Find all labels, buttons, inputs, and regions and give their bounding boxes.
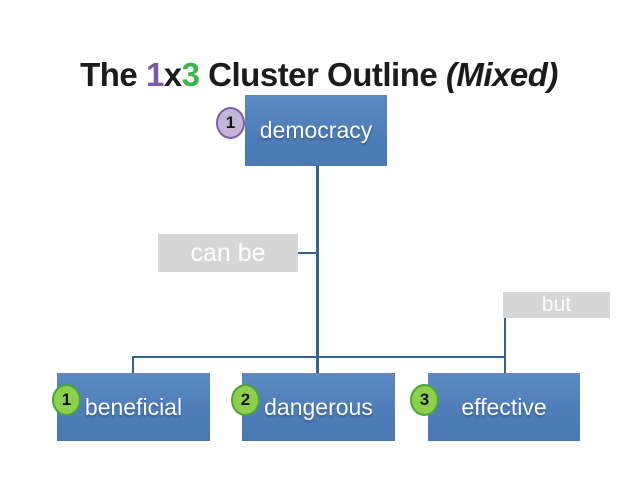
node-beneficial-label: beneficial: [84, 393, 183, 420]
slide-title: The 1x3 Cluster Outline (Mixed): [0, 56, 638, 94]
badge-dangerous-number-text: 2: [240, 390, 251, 409]
badge-dangerous-number: 2: [231, 384, 260, 416]
badge-beneficial-number-text: 1: [61, 390, 72, 409]
node-effective-label: effective: [461, 393, 547, 420]
node-dangerous-label: dangerous: [264, 393, 373, 420]
node-democracy: democracy: [245, 95, 387, 166]
label-but-text: but: [541, 293, 572, 316]
label-but: but: [503, 292, 610, 318]
label-can-be-text: can be: [190, 238, 266, 267]
node-dangerous: dangerous: [242, 373, 395, 441]
connector-branch-horizontal-line: [132, 356, 506, 358]
title-letter-x: x: [163, 56, 182, 94]
title-number-3: 3: [181, 56, 200, 94]
badge-effective-number: 3: [410, 384, 439, 416]
node-beneficial: beneficial: [57, 373, 210, 441]
badge-effective-number-text: 3: [419, 390, 430, 409]
badge-democracy-number-text: 1: [225, 113, 236, 132]
badge-beneficial-number: 1: [52, 384, 81, 416]
label-can-be: can be: [158, 234, 298, 272]
node-effective: effective: [428, 373, 580, 441]
connector-left-drop-line: [132, 356, 134, 373]
connector-trunk-line: [316, 166, 319, 373]
node-democracy-label: democracy: [259, 117, 373, 143]
title-text-mixed: (Mixed): [445, 56, 559, 94]
connector-but-riser-line: [504, 318, 506, 373]
title-text-the: The: [80, 56, 146, 94]
title-text-middle: Cluster Outline: [199, 56, 446, 94]
title-number-1: 1: [145, 56, 164, 94]
badge-democracy-number: 1: [216, 107, 245, 139]
connector-canbe-stub-line: [298, 252, 316, 254]
